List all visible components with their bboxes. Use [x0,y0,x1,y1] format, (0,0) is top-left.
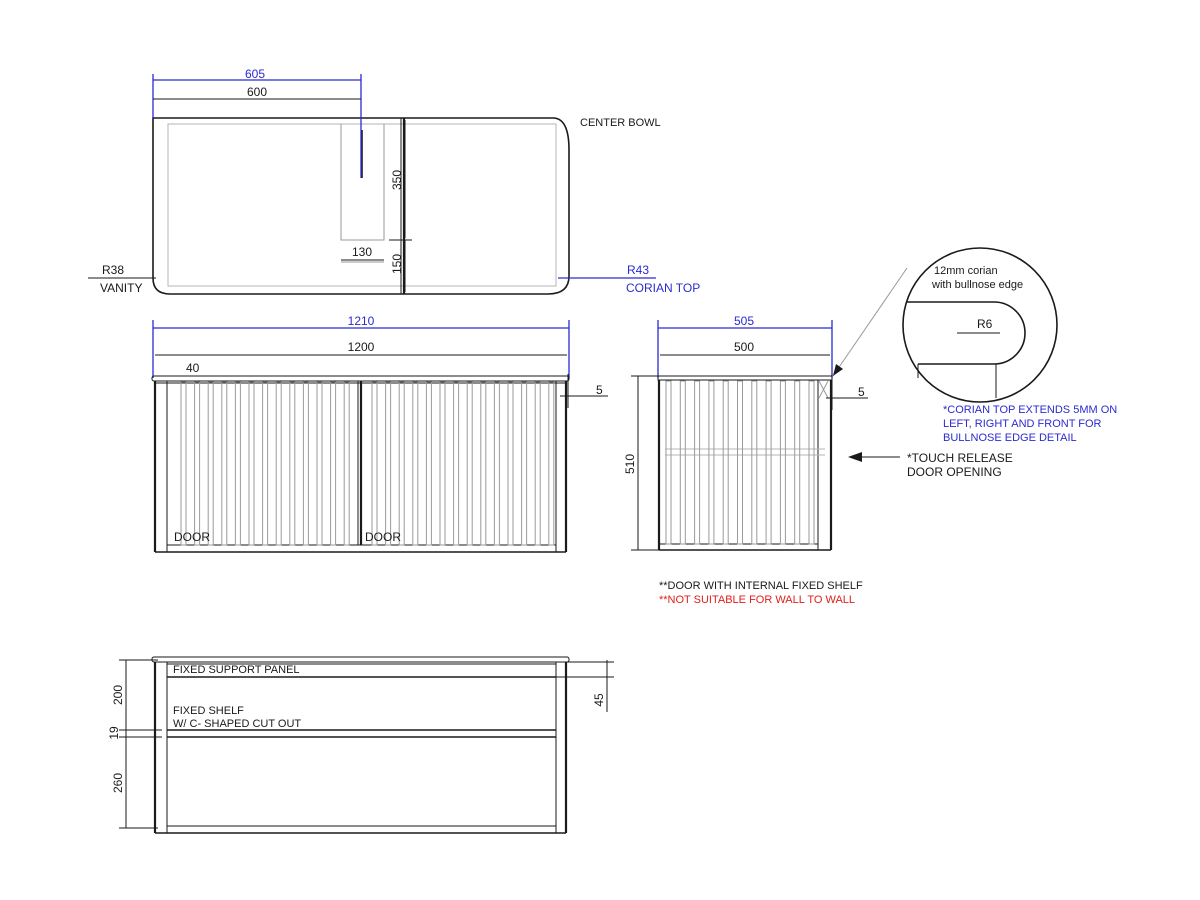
flute-batten [708,380,715,545]
flute-batten [466,381,473,546]
dim-40-label: 40 [186,361,200,375]
front-dim-5-label: 5 [596,383,603,397]
detail-label-2: with bullnose edge [931,279,1023,291]
front-door-flutes [180,381,555,546]
flute-batten [453,381,460,546]
flute-batten [521,381,528,546]
side-corner-x2 [818,380,829,399]
dim-600-label: 600 [247,85,267,99]
detail-leader [832,267,908,377]
flute-batten [751,380,758,545]
flute-batten [480,381,487,546]
detail-note-1: *CORIAN TOP EXTENDS 5MM ON [943,404,1117,416]
front-top-slab [151,375,570,382]
door-left-label: DOOR [174,530,210,544]
flute-batten [316,381,323,546]
flute-batten [548,381,555,546]
dim-200-label: 200 [111,685,125,705]
flute-batten [371,381,378,546]
dim-45-label: 45 [592,693,606,707]
note-internal-shelf: **DOOR WITH INTERNAL FIXED SHELF [659,580,863,592]
touch-release-label-2: DOOR OPENING [907,465,1002,479]
side-top-slab [657,375,833,381]
flute-batten [722,380,729,545]
flute-batten [507,381,514,546]
side-flutes [665,380,815,545]
notes: **DOOR WITH INTERNAL FIXED SHELF **NOT S… [659,580,863,606]
flute-batten [262,381,269,546]
detail-leader-arrow [833,364,843,376]
dim-150-label: 150 [390,254,404,274]
flute-batten [221,381,228,546]
flute-batten [534,381,541,546]
dim-1210-label: 1210 [348,314,375,328]
bullnose-detail: R6 12mm corian with bullnose edge *CORIA… [832,247,1117,444]
dim-19-label: 19 [107,726,121,740]
fixed-shelf-label-1: FIXED SHELF [173,705,244,717]
flute-batten [425,381,432,546]
flute-batten [207,381,214,546]
plan-outline [152,117,570,295]
flute-batten [398,381,405,546]
r38-label: R38 [102,263,124,277]
section-view: FIXED SUPPORT PANEL FIXED SHELF W/ C- SH… [107,656,614,834]
flute-batten [343,381,350,546]
touch-release-arrowhead [848,452,862,462]
flute-batten [275,381,282,546]
flute-batten [180,381,187,546]
flute-batten [194,381,201,546]
detail-slab [906,301,1026,365]
plan-view: 605 600 CENTER BOWL 350 150 130 R38 VANI… [88,67,700,295]
detail-note-2: LEFT, RIGHT AND FRONT FOR [943,418,1102,430]
note-not-suitable: **NOT SUITABLE FOR WALL TO WALL [659,594,855,606]
dim-510-label: 510 [623,454,637,474]
flute-batten [385,381,392,546]
detail-note-3: BULLNOSE EDGE DETAIL [943,432,1077,444]
flute-batten [794,380,801,545]
dim-500-label: 500 [734,340,754,354]
flute-batten [248,381,255,546]
detail-circle [902,247,1058,403]
touch-release-label-1: *TOUCH RELEASE [907,451,1013,465]
fixed-support-label: FIXED SUPPORT PANEL [173,664,300,676]
flute-batten [493,381,500,546]
r43-label: R43 [627,263,649,277]
flute-batten [765,380,772,545]
flute-batten [330,381,337,546]
center-bowl-label: CENTER BOWL [580,117,661,129]
fixed-shelf-label-2: W/ C- SHAPED CUT OUT [173,718,301,730]
vanity-label: VANITY [100,281,142,295]
plan-inner-outline [167,123,557,287]
flute-batten [234,381,241,546]
side-elevation: 505 500 510 5 *TOUCH RELEASE DOOR OPENIN… [623,314,1013,551]
detail-label-1: 12mm corian [934,265,998,277]
detail-r6-label: R6 [977,317,993,331]
flute-batten [289,381,296,546]
flute-batten [779,380,786,545]
flute-batten [302,381,309,546]
dim-350-label: 350 [390,170,404,190]
dim-1200-label: 1200 [348,340,375,354]
flute-batten [679,380,686,545]
dim-505-label: 505 [734,314,754,328]
flute-batten [808,380,815,545]
flute-batten [665,380,672,545]
plan-bowl [340,124,385,241]
door-right-label: DOOR [365,530,401,544]
dim-605-label: 605 [245,67,265,81]
flute-batten [439,381,446,546]
dim-260-label: 260 [111,773,125,793]
dim-130-label: 130 [352,245,372,259]
flute-batten [412,381,419,546]
side-dim-5-label: 5 [858,385,865,399]
flute-batten [694,380,701,545]
flute-batten [737,380,743,545]
front-elevation: 1210 1200 40 DOOR DOOR 5 [151,314,608,553]
section-top-slab [151,656,570,663]
corian-top-label: CORIAN TOP [626,281,700,295]
